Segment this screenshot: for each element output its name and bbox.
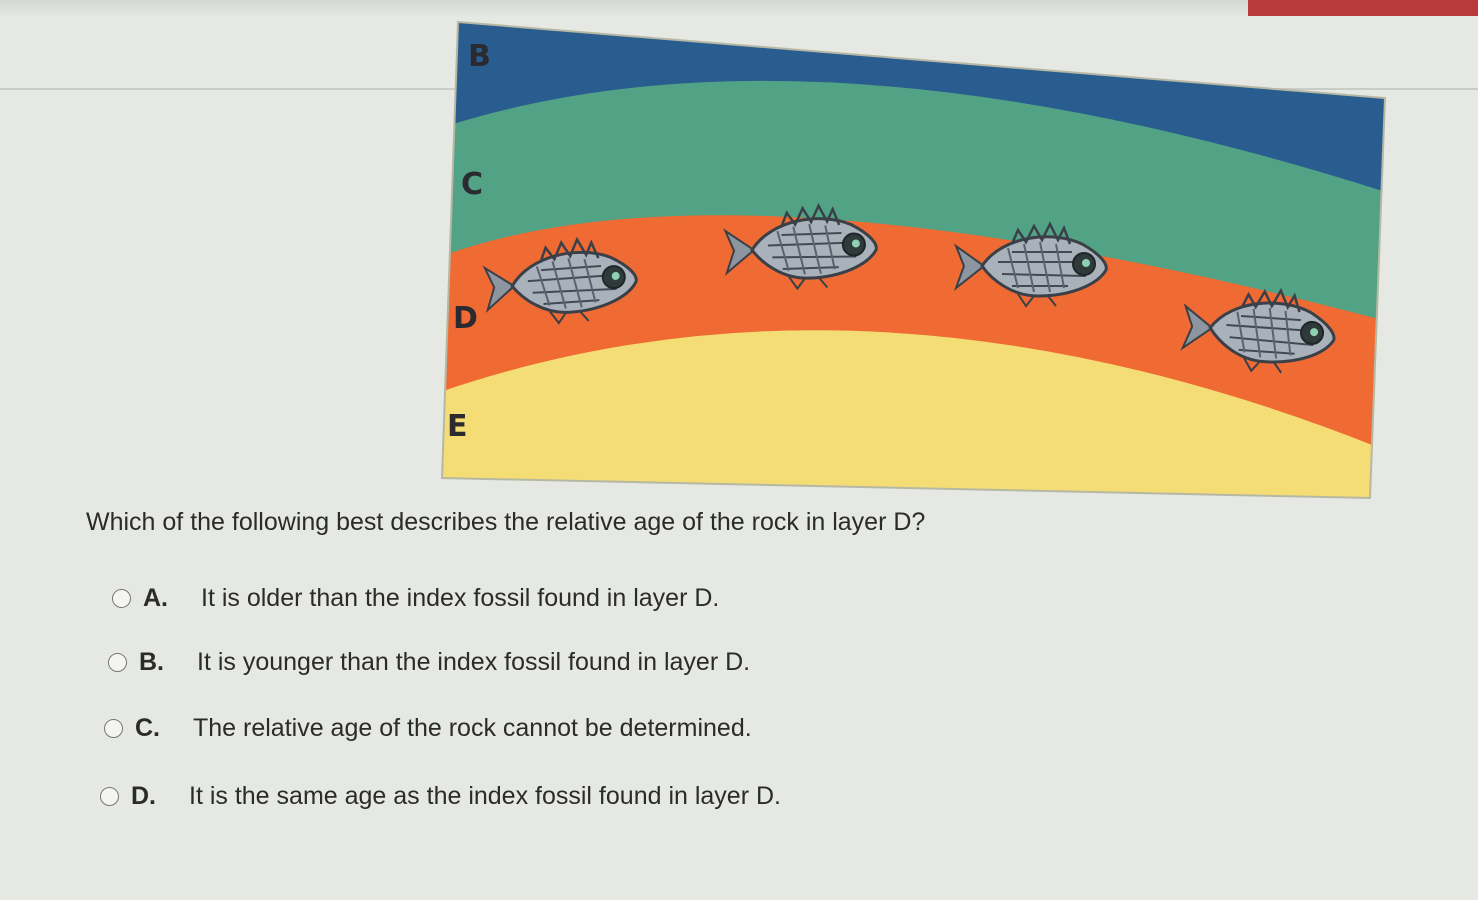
option-text: It is older than the index fossil found … xyxy=(201,584,720,612)
radio-button[interactable] xyxy=(112,589,131,608)
option-letter: D. xyxy=(131,782,156,810)
option-letter: C. xyxy=(135,714,160,742)
layer-label-b: B xyxy=(468,39,491,74)
option-text: It is the same age as the index fossil f… xyxy=(189,782,781,810)
layer-label-d: D xyxy=(453,301,478,336)
layer-label-c: C xyxy=(461,167,483,202)
top-accent-bar xyxy=(1248,0,1478,16)
layer-stack xyxy=(442,22,1385,498)
option-a[interactable]: A. It is older than the index fossil fou… xyxy=(112,584,719,613)
option-letter: A. xyxy=(143,584,168,612)
diagram-frame xyxy=(440,20,1387,500)
layer-label-e: E xyxy=(447,409,468,444)
rock-layers-diagram: B C D E xyxy=(440,20,1387,500)
question-text: Which of the following best describes th… xyxy=(86,508,926,536)
radio-button[interactable] xyxy=(104,719,123,738)
option-d[interactable]: D. It is the same age as the index fossi… xyxy=(100,782,781,811)
option-letter: B. xyxy=(139,648,164,676)
radio-button[interactable] xyxy=(108,653,127,672)
radio-button[interactable] xyxy=(100,787,119,806)
option-text: It is younger than the index fossil foun… xyxy=(197,648,751,676)
option-text: The relative age of the rock cannot be d… xyxy=(193,714,752,742)
option-b[interactable]: B. It is younger than the index fossil f… xyxy=(108,648,750,677)
option-c[interactable]: C. The relative age of the rock cannot b… xyxy=(104,714,752,743)
layer-e-band xyxy=(442,330,1380,498)
top-strip xyxy=(0,0,1478,18)
